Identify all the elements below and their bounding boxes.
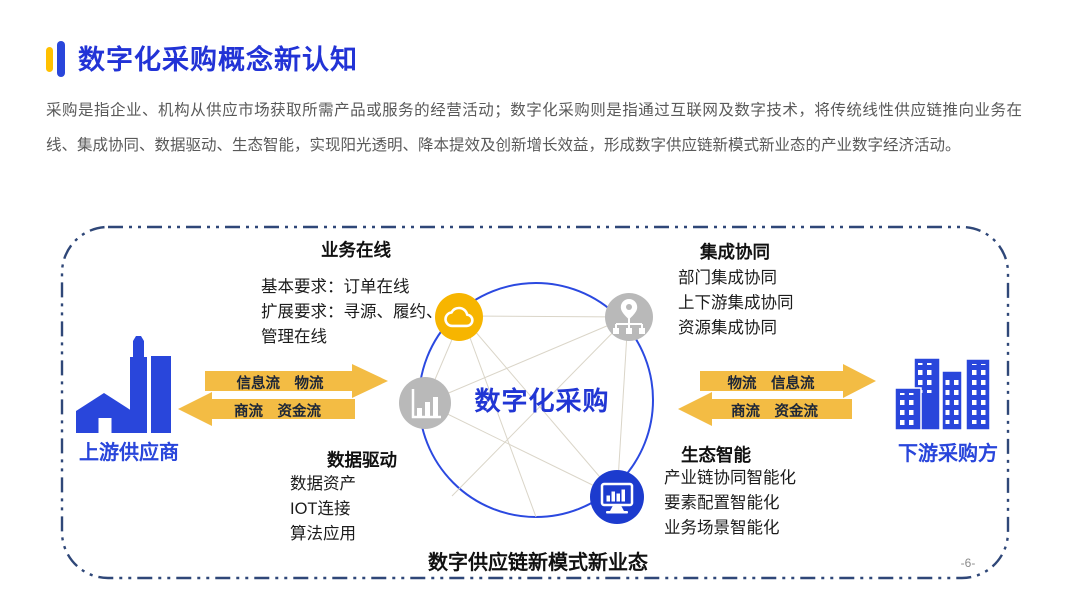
text-line: 管理在线: [261, 328, 327, 346]
flow-arrows: [178, 364, 876, 426]
cloud-icon: [435, 293, 483, 341]
intro-paragraph: 采购是指企业、机构从供应市场获取所需产品或服务的经营活动；数字化采购则是指通过互…: [46, 102, 1022, 154]
text-line: 上下游集成协同: [678, 294, 794, 312]
text-line: 扩展要求：寻源、履约、: [261, 303, 443, 321]
accent-bar-yellow: [46, 47, 53, 72]
bar-chart-icon: [399, 377, 451, 429]
quadrant-body-data-driven: 数据资产 IOT连接 算法应用: [290, 472, 356, 547]
text-line: 基本要求：订单在线: [261, 278, 410, 296]
text-line: 要素配置智能化: [664, 494, 780, 512]
monitor-chart-icon: [590, 470, 644, 524]
page-number: -6-: [960, 556, 976, 570]
quadrant-title-business-online: 业务在线: [321, 240, 391, 260]
quadrant-title-data-driven: 数据驱动: [327, 450, 397, 470]
diagram-border: [60, 225, 1010, 580]
text-line: 算法应用: [290, 525, 356, 543]
quadrant-body-integration: 部门集成协同 上下游集成协同 资源集成协同: [678, 266, 794, 341]
factory-icon: [76, 336, 171, 433]
text-line: IOT连接: [290, 500, 351, 518]
network-pin-icon: [605, 293, 653, 341]
text-line: 业务场景智能化: [664, 519, 780, 537]
quadrant-body-eco-intelligence: 产业链协同智能化 要素配置智能化 业务场景智能化: [664, 466, 796, 541]
arrow-left-forward: [205, 364, 388, 398]
buildings-icon: [894, 357, 991, 431]
quadrant-title-eco-intelligence: 生态智能: [681, 445, 751, 465]
arrow-right-backward: [678, 392, 852, 426]
text-line: 资源集成协同: [678, 319, 777, 337]
flow-label-left-forward: 信息流 物流: [236, 376, 324, 392]
text-line: 数据资产: [290, 475, 356, 493]
text-line: 产业链协同智能化: [664, 469, 796, 487]
flow-label-right-backward: 商流 资金流: [731, 404, 818, 420]
text-line: 部门集成协同: [678, 269, 777, 287]
quadrant-body-business-online: 基本要求：订单在线 扩展要求：寻源、履约、 管理在线: [261, 275, 443, 350]
quadrant-title-integration: 集成协同: [700, 242, 770, 262]
flow-label-right-forward: 物流 信息流: [727, 376, 815, 392]
buyer-label: 下游采购方: [898, 443, 998, 465]
flow-label-left-backward: 商流 资金流: [234, 404, 321, 420]
diagram-caption: 数字供应链新模式新业态: [428, 552, 648, 574]
arrow-right-forward: [700, 364, 876, 398]
accent-bar-blue: [57, 41, 65, 77]
page-title: 数字化采购概念新认知: [78, 45, 358, 76]
supplier-label: 上游供应商: [79, 442, 179, 464]
arrow-left-backward: [178, 392, 355, 426]
center-label: 数字化采购: [474, 386, 610, 416]
